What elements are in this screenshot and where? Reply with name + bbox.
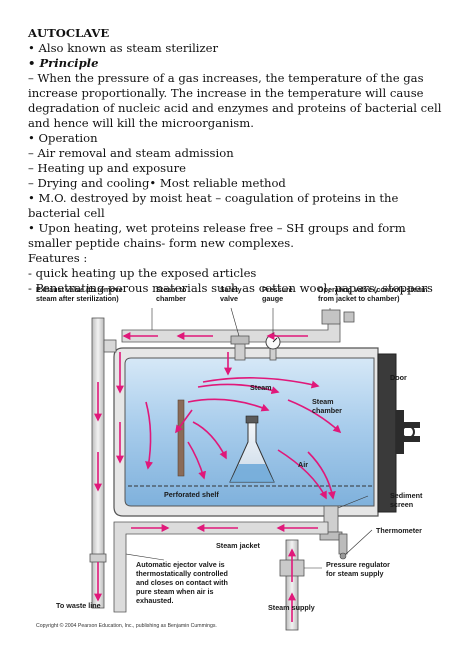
label-operating-valve-2: from jacket to chamber) [318, 294, 400, 303]
label-perforated-shelf: Perforated shelf [164, 490, 219, 499]
text-line: • Operation [28, 131, 98, 145]
text-line: Features : [28, 251, 88, 265]
label-door: Door [390, 373, 407, 382]
label-sediment-screen: Sediment [390, 491, 423, 500]
label-pressure-gauge-2: gauge [262, 294, 283, 303]
leader-lines [125, 307, 373, 569]
label-pressure-gauge: Pressure [262, 285, 293, 294]
safety-valve [230, 335, 250, 361]
label-operating-valve: Operating valve (controls steam [318, 285, 427, 294]
copyright-text: Copyright © 2004 Pearson Education, Inc.… [36, 622, 217, 629]
steam-flow-arrows [94, 332, 342, 622]
label-exhaust-valve-2: steam after sterilization) [36, 294, 119, 303]
label-thermometer: Thermometer [376, 526, 422, 535]
text-line: - Penetrating porous materials such as c… [28, 281, 433, 295]
label-steam-chamber: Steam [312, 397, 334, 406]
label-safety-valve-2: valve [220, 294, 238, 303]
steam-jacket-shell [113, 347, 379, 517]
label-pressure-regulator-2: for steam supply [326, 569, 384, 578]
label-safety-valve: Safety [220, 285, 242, 294]
text-line: – When the pressure of a gas increases, … [28, 71, 442, 130]
label-steam-supply: Steam supply [268, 603, 315, 612]
label-steam: Steam [250, 383, 272, 392]
text-line: • Also known as steam sterilizer [28, 41, 219, 55]
baffle-plate [177, 399, 185, 477]
label-ejector-valve-2: thermostatically controlled [136, 569, 228, 578]
principle-heading: • Principle [28, 56, 99, 70]
door [377, 353, 420, 513]
text-content: AUTOCLAVE • Also known as steam steriliz… [28, 26, 448, 296]
autoclave-diagram: Exhaust valve (to remove steam after ste… [36, 285, 427, 631]
label-to-waste-line: To waste line [56, 601, 101, 610]
label-ejector-valve-1: Automatic ejector valve is [136, 560, 225, 569]
text-line: • Upon heating, wet proteins release fre… [28, 221, 406, 250]
text-line: • M.O. destroyed by moist heat – coagula… [28, 191, 399, 220]
label-ejector-valve-4: pure steam when air is [136, 587, 214, 596]
label-sediment-screen-2: screen [390, 500, 413, 509]
text-line: – Air removal and steam admission [28, 146, 234, 160]
label-ejector-valve-5: exhausted. [136, 596, 174, 605]
label-steam-to-chamber-2: chamber [156, 294, 186, 303]
text-line: - quick heating up the exposed articles [28, 266, 257, 280]
text-line: – Drying and cooling• Most reliable meth… [28, 176, 286, 190]
document-title: AUTOCLAVE [28, 26, 110, 40]
label-air: Air [298, 460, 308, 469]
text-line: – Heating up and exposure [28, 161, 186, 175]
label-steam-to-chamber: Steam to [156, 285, 187, 294]
label-steam-chamber-2: chamber [312, 406, 342, 415]
label-exhaust-valve: Exhaust valve (to remove [36, 285, 123, 294]
waste-pipe [89, 317, 117, 609]
flask-icon [229, 415, 275, 483]
label-steam-jacket: Steam jacket [216, 541, 261, 550]
label-pressure-regulator: Pressure regulator [326, 560, 390, 569]
label-ejector-valve-3: and closes on contact with [136, 578, 228, 587]
